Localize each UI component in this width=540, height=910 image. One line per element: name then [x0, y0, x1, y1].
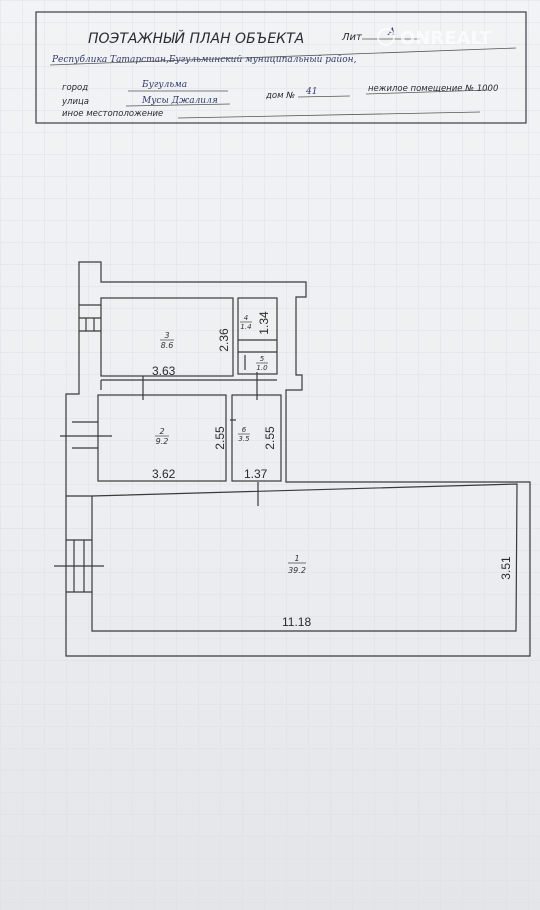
room-area: 39.2: [288, 566, 306, 575]
house-underline: [297, 95, 351, 98]
building-walls: [54, 261, 531, 657]
room-label-5: 5 1.0: [256, 355, 268, 372]
region-underline: [49, 47, 517, 66]
room-label-6: 6 3.5: [238, 426, 250, 443]
premises-text: нежилое помещение № 1000: [368, 84, 498, 94]
room-number: 4: [244, 314, 248, 322]
city-value: Бугульма: [141, 80, 187, 90]
watermark: ONREALT: [377, 28, 492, 49]
room-area: 3.5: [238, 435, 250, 443]
room-number: 3: [164, 331, 169, 340]
outer-wall-outline: [65, 261, 531, 657]
lit-value: А: [387, 27, 396, 38]
other-location-label: иное местоположение: [62, 109, 163, 119]
room-4-5-walls: [237, 297, 278, 375]
house-label: дом №: [265, 91, 295, 101]
room-label-2: 2 9.2: [155, 427, 169, 446]
room-area: 1.4: [240, 323, 251, 331]
dimension-room4-height: 1.34: [257, 311, 271, 335]
dimension-room3-width: 3.63: [152, 364, 176, 378]
header-frame: [35, 11, 527, 124]
dimension-labels: 3.63 2.36 1.34 3.62 2.55 2.55 1.37 11.18…: [152, 311, 513, 629]
room-area: 8.6: [161, 341, 174, 350]
dimension-room2-height: 2.55: [213, 426, 227, 450]
room-3-walls: [100, 297, 234, 377]
dimension-room3-height: 2.36: [217, 328, 231, 352]
dimension-room1-height: 3.51: [499, 556, 513, 580]
watermark-text: ONREALT: [400, 28, 492, 49]
lit-label: Лит: [341, 32, 363, 43]
room-1-walls: [91, 483, 518, 632]
street-underline: [125, 103, 231, 107]
street-value: Мусы Джалиля: [141, 96, 218, 106]
dimension-room2-width: 3.62: [152, 467, 176, 481]
room-label-4: 4 1.4: [240, 314, 252, 331]
room-number: 1: [294, 554, 299, 563]
room-labels: 3 8.6 4 1.4 5 1.0 2 9.2 6 3.5 1 39.2: [155, 314, 306, 575]
room-number: 5: [260, 355, 265, 363]
street-label: улица: [61, 97, 89, 107]
house-value: 41: [305, 87, 317, 97]
dimension-room1-width: 11.18: [282, 615, 311, 629]
city-label: город: [62, 83, 88, 93]
room-label-1: 1 39.2: [288, 554, 306, 575]
room-area: 9.2: [156, 437, 169, 446]
room-area: 1.0: [256, 364, 268, 372]
premises-underline: [365, 89, 489, 95]
watermark-logo-icon: [377, 28, 395, 46]
room-label-3: 3 8.6: [160, 331, 174, 350]
header-title: ПОЭТАЖНЫЙ ПЛАН ОБЪЕКТА: [88, 29, 304, 47]
other-location-underline: [177, 111, 481, 119]
dimension-room6-height: 2.55: [263, 426, 277, 450]
room-2-walls: [97, 394, 227, 482]
dimension-room6-width: 1.37: [244, 467, 268, 481]
room-number: 6: [242, 426, 247, 434]
room-number: 2: [159, 427, 164, 436]
